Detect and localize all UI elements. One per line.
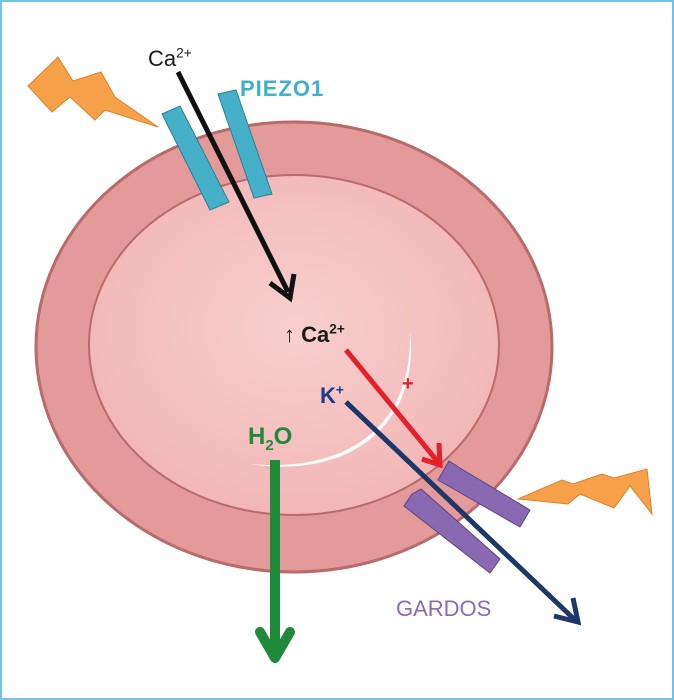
piezo1-label: PIEZO1 bbox=[240, 76, 325, 101]
gardos-channel bbox=[403, 460, 531, 574]
activation-arrow bbox=[344, 348, 443, 469]
ca-influx-arrow bbox=[175, 70, 297, 303]
h2o-efflux-arrow bbox=[255, 460, 295, 663]
calcium-outside-label: Ca2+ bbox=[148, 45, 192, 71]
activation-plus-label: + bbox=[402, 373, 414, 395]
lightning-bolt-icon bbox=[516, 468, 653, 516]
water-label: H2O bbox=[248, 423, 293, 454]
calcium-increase-label: ↑ Ca2+ bbox=[284, 321, 345, 347]
k-efflux-arrow bbox=[344, 400, 582, 626]
potassium-label: K+ bbox=[320, 382, 344, 408]
cytoplasm bbox=[88, 174, 500, 516]
lightning-bolt-icon bbox=[27, 56, 159, 128]
piezo1-channel bbox=[161, 89, 273, 211]
gardos-label: GARDOS bbox=[396, 596, 492, 621]
